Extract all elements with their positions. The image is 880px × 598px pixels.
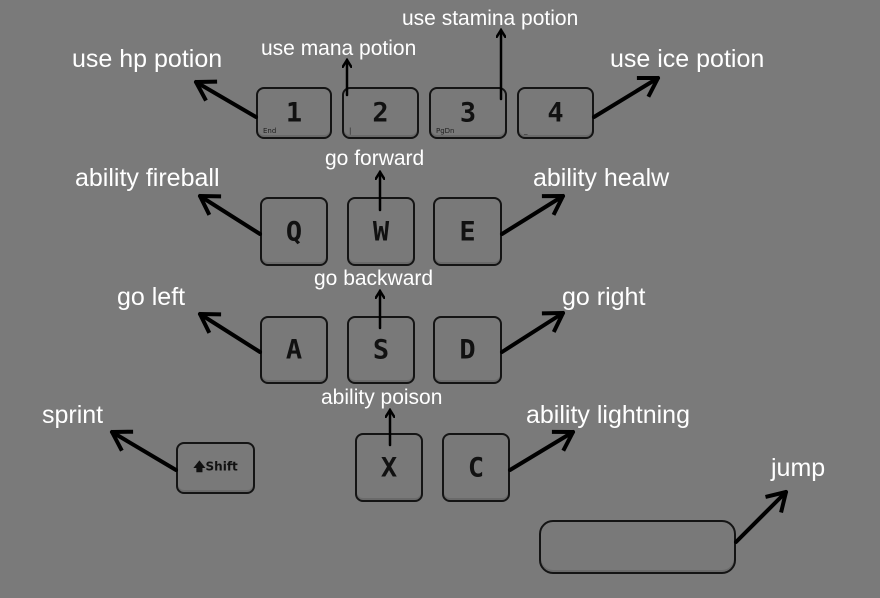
arrow-shift-to-sprint <box>110 429 178 472</box>
key-a: A <box>260 316 328 384</box>
label-go-right: go right <box>562 283 646 311</box>
key-x-cap: X <box>380 452 398 483</box>
key-1-cap: 1 <box>285 97 303 129</box>
key-1: 1 End <box>256 87 332 139</box>
key-a-cap: A <box>285 334 303 366</box>
arrow-1-to-hp <box>194 79 258 119</box>
key-3-cap: 3 <box>459 97 477 129</box>
label-use-ice-potion: use ice potion <box>610 45 765 73</box>
key-4: 4 _ <box>517 87 594 139</box>
key-4-sublabel: _ <box>524 127 528 135</box>
key-s-cap: S <box>372 334 390 366</box>
key-q: Q <box>260 197 328 266</box>
arrow-4-to-ice <box>592 75 660 119</box>
key-4-cap: 4 <box>547 97 564 129</box>
label-use-mana-potion: use mana potion <box>261 37 417 60</box>
label-sprint: sprint <box>42 401 104 429</box>
label-ability-poison: ability poison <box>321 386 443 409</box>
arrow-d-to-right <box>500 311 565 354</box>
label-ability-lightning: ability lightning <box>526 401 690 429</box>
label-ability-fireball: ability fireball <box>75 164 220 192</box>
key-1-sublabel: End <box>263 127 277 135</box>
key-shift-face: 🡅Shift <box>178 458 253 479</box>
key-space <box>539 520 736 574</box>
key-3-sublabel: PgDn <box>436 127 455 135</box>
key-s: S <box>347 316 415 384</box>
label-go-backward: go backward <box>314 267 434 290</box>
key-2: 2 | <box>342 87 419 139</box>
key-shift-label: Shift <box>205 459 238 474</box>
label-go-left: go left <box>117 283 186 311</box>
key-q-cap: Q <box>285 216 303 247</box>
arrow-q-to-fireball <box>198 194 262 236</box>
label-ability-healw: ability healw <box>533 164 670 192</box>
key-w: W <box>347 197 415 266</box>
arrow-c-to-lightning <box>508 429 575 472</box>
key-2-sublabel: | <box>349 127 352 135</box>
arrow-space-to-jump <box>734 490 788 544</box>
key-w-cap: W <box>372 216 390 247</box>
key-shift: 🡅Shift <box>176 442 255 494</box>
label-jump: jump <box>771 454 826 482</box>
key-c-cap: C <box>467 452 485 483</box>
label-use-hp-potion: use hp potion <box>72 45 223 73</box>
label-use-stamina-potion: use stamina potion <box>402 7 579 30</box>
key-d-cap: D <box>459 334 476 366</box>
key-d: D <box>433 316 502 384</box>
key-3: 3 PgDn <box>429 87 507 139</box>
arrow-e-to-healw <box>500 194 565 236</box>
label-go-forward: go forward <box>325 147 425 170</box>
key-2-cap: 2 <box>372 97 389 129</box>
key-c: C <box>442 433 510 502</box>
key-e-cap: E <box>459 216 476 247</box>
arrow-a-to-left <box>198 312 262 354</box>
key-x: X <box>355 433 423 502</box>
up-arrow-icon: 🡅 <box>193 459 206 474</box>
key-e: E <box>433 197 502 266</box>
